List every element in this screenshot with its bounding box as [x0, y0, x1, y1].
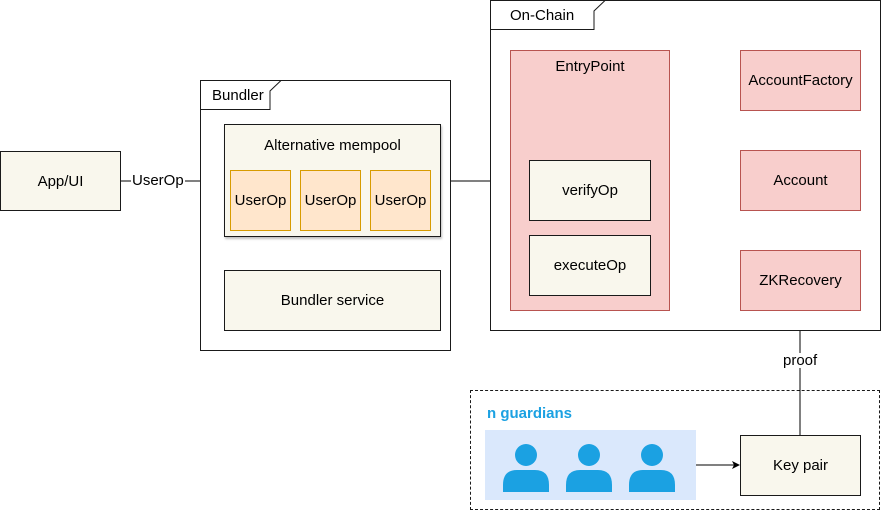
app-ui-box[interactable]: App/UI	[0, 151, 121, 211]
keypair-box[interactable]: Key pair	[740, 435, 861, 496]
bundler-tab	[200, 80, 282, 110]
userop-box-3[interactable]: UserOp	[370, 170, 431, 231]
bundler-service-label: Bundler service	[280, 292, 385, 309]
guardians-title: n guardians	[487, 405, 573, 422]
zkrecovery-box[interactable]: ZKRecovery	[740, 250, 861, 311]
account-box[interactable]: Account	[740, 150, 861, 211]
guardians-container[interactable]	[470, 390, 880, 510]
zkrecovery-label: ZKRecovery	[759, 272, 842, 289]
userop-edge-label: UserOp	[131, 172, 185, 189]
account-label: Account	[773, 172, 828, 189]
accountfactory-label: AccountFactory	[748, 72, 853, 89]
verifyop-label: verifyOp	[562, 182, 618, 199]
keypair-label: Key pair	[772, 457, 829, 474]
guardian-icons	[503, 444, 675, 492]
mempool-title: Alternative mempool	[264, 137, 401, 154]
userop-box-2[interactable]: UserOp	[300, 170, 361, 231]
verifyop-box[interactable]: verifyOp	[529, 160, 651, 221]
user-icon	[503, 444, 549, 492]
userop-box-1[interactable]: UserOp	[230, 170, 291, 231]
app-ui-label: App/UI	[37, 172, 84, 190]
user-icon	[566, 444, 612, 492]
onchain-tab	[490, 0, 606, 30]
accountfactory-box[interactable]: AccountFactory	[740, 50, 861, 111]
executeop-box[interactable]: executeOp	[529, 235, 651, 296]
bundler-service-box[interactable]: Bundler service	[224, 270, 441, 331]
entrypoint-title: EntryPoint	[555, 58, 625, 75]
onchain-title: On-Chain	[510, 7, 575, 24]
proof-edge-label: proof	[782, 352, 819, 369]
userop-label: UserOp	[234, 192, 287, 209]
bundler-title: Bundler	[212, 87, 264, 104]
guardians-panel	[485, 430, 696, 500]
userop-label: UserOp	[304, 192, 357, 209]
executeop-label: executeOp	[553, 257, 627, 274]
userop-label: UserOp	[374, 192, 427, 209]
user-icon	[629, 444, 675, 492]
